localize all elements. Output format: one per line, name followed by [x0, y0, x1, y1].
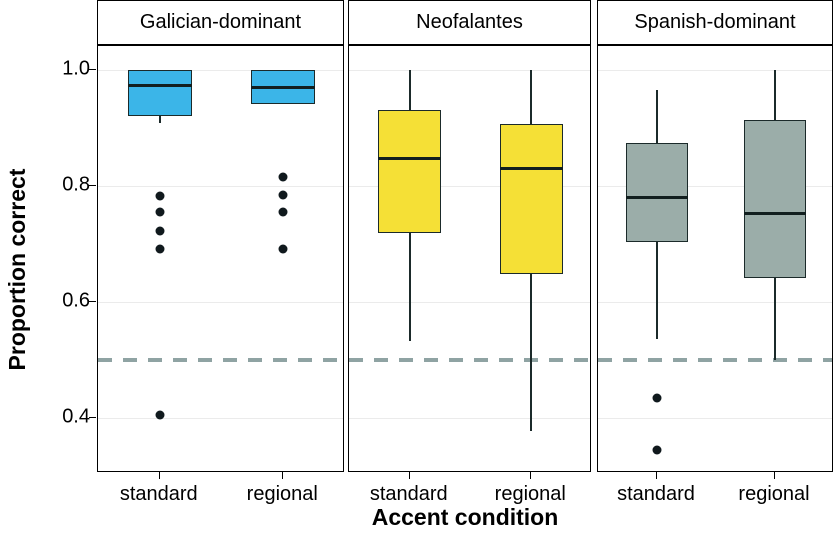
median-line	[626, 195, 688, 199]
gridline	[98, 302, 343, 303]
median-line	[499, 167, 563, 171]
median-line	[378, 156, 442, 160]
box-rect	[499, 123, 563, 275]
box-rect	[127, 70, 192, 116]
x-tick-label: standard	[369, 483, 448, 505]
y-tick-mark	[89, 69, 96, 70]
gridline	[349, 186, 590, 187]
plot-area	[597, 45, 833, 472]
gridline	[598, 70, 832, 71]
x-tick-mark	[408, 472, 410, 479]
outlier-point	[278, 244, 288, 254]
gridline	[598, 302, 832, 303]
x-tick-label: standard	[617, 483, 695, 505]
gridline	[349, 70, 590, 71]
gridline	[98, 186, 343, 187]
outlier-point	[652, 393, 662, 403]
outlier-point	[278, 207, 288, 217]
x-tick-mark	[530, 472, 532, 479]
outlier-point	[652, 445, 662, 455]
x-tick-mark	[656, 472, 657, 479]
plot-area	[348, 45, 591, 472]
gridline	[598, 186, 832, 187]
median-line	[744, 212, 806, 216]
y-tick-label: 0.6	[62, 289, 90, 312]
outlier-point	[278, 190, 288, 200]
x-tick-label: regional	[246, 483, 318, 505]
x-tick-label: standard	[119, 483, 198, 505]
y-tick-mark	[89, 301, 96, 302]
median-line	[251, 86, 316, 90]
y-axis-title: Proportion correct	[3, 168, 30, 371]
gridline	[598, 418, 832, 419]
facet-strip-label: Spanish-dominant	[597, 0, 833, 45]
plot-area	[97, 45, 344, 472]
y-tick-label: 0.8	[62, 173, 90, 196]
gridline	[98, 418, 343, 419]
outlier-point	[278, 172, 288, 182]
chance-reference-line	[598, 358, 832, 362]
gridline	[98, 70, 343, 71]
outlier-point	[155, 244, 165, 254]
x-tick-label: regional	[738, 483, 810, 505]
y-tick-mark	[89, 417, 96, 418]
x-tick-mark	[774, 472, 775, 479]
outlier-point	[155, 191, 165, 201]
y-axis: 1.0 0.8 0.6 0.4	[30, 0, 90, 539]
median-line	[127, 83, 192, 87]
box-rect	[744, 119, 806, 279]
x-axis-title: Accent condition	[371, 504, 559, 530]
x-tick-mark	[282, 472, 284, 479]
y-tick-label: 1.0	[62, 57, 90, 80]
outlier-point	[155, 410, 165, 420]
x-tick-mark	[158, 472, 160, 479]
box-rect	[626, 142, 688, 243]
outlier-point	[155, 207, 165, 217]
facet-strip-label: Neofalantes	[348, 0, 591, 45]
x-tick-label: regional	[494, 483, 566, 505]
outlier-point	[155, 226, 165, 236]
y-tick-label: 0.4	[62, 405, 90, 428]
facet-strip-label: Galician-dominant	[97, 0, 344, 45]
y-tick-mark	[89, 185, 96, 186]
gridline	[349, 302, 590, 303]
box-rect	[378, 110, 442, 233]
gridline	[349, 418, 590, 419]
chance-reference-line	[349, 358, 590, 362]
chance-reference-line	[98, 358, 343, 362]
